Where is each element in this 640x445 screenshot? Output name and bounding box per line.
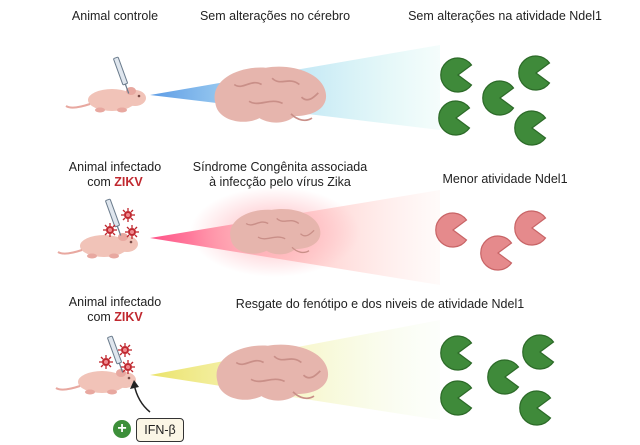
pacman-icon xyxy=(440,57,473,93)
ifn-beta-box: IFN-β xyxy=(136,418,184,442)
label-treated-prefix: com xyxy=(87,310,115,324)
virus-icon xyxy=(120,207,136,223)
label-syndrome-line2: à infecção pelo vírus Zika xyxy=(209,175,351,189)
label-rescue: Resgate do fenótipo e dos niveis de ativ… xyxy=(235,297,525,311)
label-syndrome-line1: Síndrome Congênita associada xyxy=(192,160,368,174)
virus-icon xyxy=(120,359,136,375)
label-syndrome: Síndrome Congênita associada à infecção … xyxy=(180,160,380,190)
pacman-icon xyxy=(438,100,471,136)
pacman-icon xyxy=(519,390,552,426)
label-infected-line1: Animal infectado xyxy=(68,160,162,174)
pacman-icon xyxy=(514,110,547,146)
label-control-animal: Animal controle xyxy=(71,9,159,23)
pacman-icon xyxy=(435,212,468,248)
virus-icon xyxy=(102,222,118,238)
plus-icon: + xyxy=(113,420,131,438)
mouse-icon xyxy=(55,368,137,396)
virus-icon xyxy=(124,224,140,240)
arrow-head xyxy=(130,380,139,389)
label-treated-animal: Animal infectado com ZIKV xyxy=(40,295,190,325)
label-reduced-activity: Menor atividade Ndel1 xyxy=(442,172,568,186)
syringe-icon xyxy=(106,335,126,374)
pacman-icon xyxy=(514,210,547,246)
virus-icon xyxy=(98,354,114,370)
label-control-activity: Sem alterações na atividade Ndel1 xyxy=(408,9,602,23)
label-infected-prefix: com xyxy=(87,175,115,189)
pacman-icon xyxy=(487,359,520,395)
pacman-icon xyxy=(518,55,551,91)
mouse-icon xyxy=(65,86,147,114)
arrow-icon xyxy=(133,383,151,413)
mouse-icon xyxy=(57,232,139,260)
pacman-icon xyxy=(440,380,473,416)
pacman-icon xyxy=(440,335,473,371)
pacman-icon xyxy=(482,80,515,116)
pacman-icon xyxy=(480,235,513,271)
label-zikv-2: ZIKV xyxy=(114,310,143,324)
virus-icon xyxy=(117,342,133,358)
label-infected-animal: Animal infectado com ZIKV xyxy=(40,160,190,190)
pacman-icon xyxy=(522,334,555,370)
label-zikv: ZIKV xyxy=(114,175,143,189)
label-control-brain: Sem alterações no cérebro xyxy=(199,9,351,23)
label-treated-line1: Animal infectado xyxy=(68,295,162,309)
